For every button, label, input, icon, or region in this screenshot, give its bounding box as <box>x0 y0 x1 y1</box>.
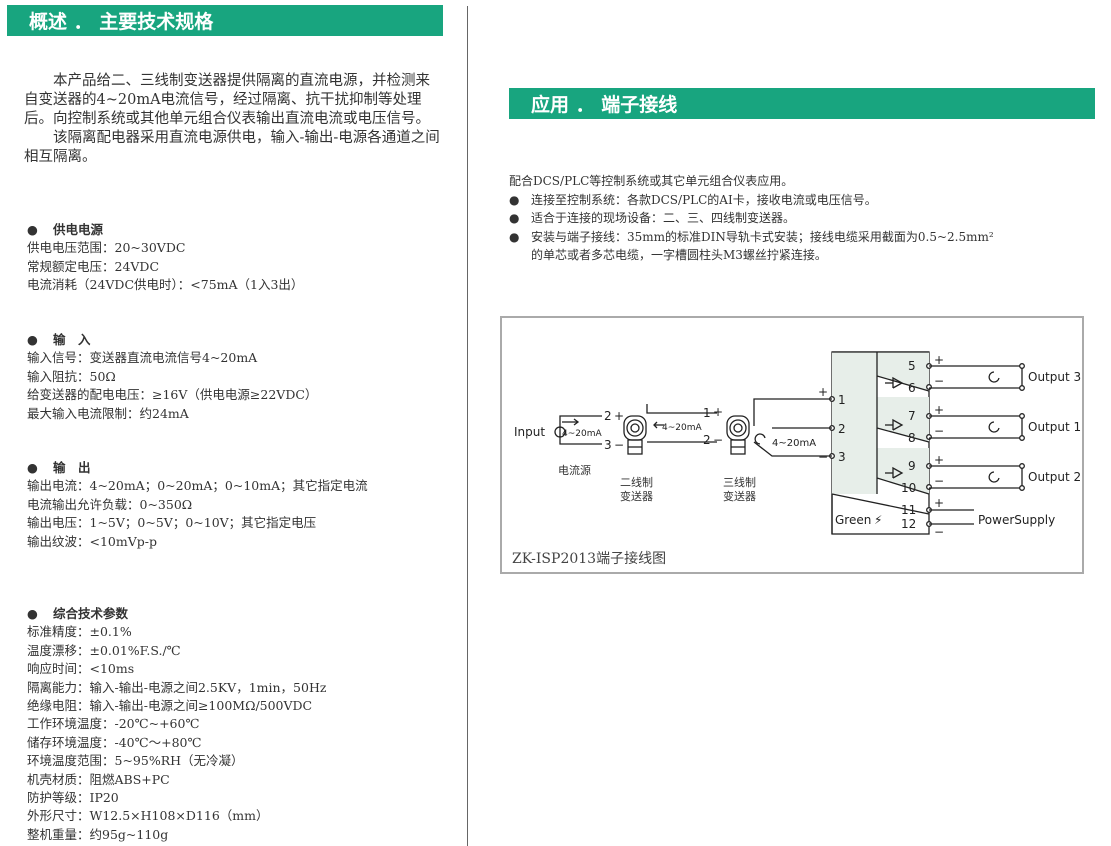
application-intro: 配合DCS/PLC等控制系统或其它单元组合仪表应用。 <box>509 174 794 188</box>
terminal-label: 8 <box>908 431 916 445</box>
module-sign: + <box>818 385 828 399</box>
spec-line: 隔离能力：输入-输出-电源之间2.5KV，1min，50Hz <box>27 679 327 695</box>
output-label: Output 1 <box>1028 420 1081 434</box>
intro-paragraph-1: 本产品给二、三线制变送器提供隔离的直流电源，并检测来自变送器的4~20mA电流信… <box>24 73 430 127</box>
three-wire-label: 变送器 <box>723 489 756 503</box>
section-title: 供电电源 <box>53 222 104 237</box>
spec-line: 工作环境温度：-20℃~+60℃ <box>27 716 200 732</box>
diagram-caption: ZK-ISP2013端子接线图 <box>512 551 667 567</box>
terminal-label: 11 <box>901 503 916 517</box>
spec-line: 输出纹波：<10mVp-p <box>27 533 157 549</box>
tx-terminal: 1 <box>703 406 711 420</box>
section-title: 输 入 <box>53 332 91 347</box>
source-label: 电流源 <box>558 463 591 477</box>
output-sign: − <box>934 424 944 438</box>
spec-line: 电流消耗（24VDC供电时）：<75mA（1入3出） <box>27 277 304 293</box>
src-terminal-sign: + <box>614 409 624 423</box>
module-sign: − <box>818 450 828 464</box>
terminal-label: 7 <box>908 409 916 423</box>
application-text: 配合DCS/PLC等控制系统或其它单元组合仪表应用。 ●连接至控制系统：各款DC… <box>509 172 994 265</box>
terminal-label: 1 <box>838 393 846 407</box>
list-item: ●连接至控制系统：各款DCS/PLC的AI卡，接收电流或电压信号。 <box>509 191 994 210</box>
power-sign: − <box>934 525 944 539</box>
spec-section-general: ● 综合技术参数 标准精度：±0.1% 温度漂移：±0.01%F.S./℃ 响应时… <box>27 605 326 844</box>
wiring-diagram-svg: Input 4~20mA 4~20mA 4~20mA 2 + 3 − 1 + 2… <box>514 351 1081 539</box>
output-sign: − <box>934 374 944 388</box>
spec-line: 防护等级：IP20 <box>27 790 119 806</box>
output-sign: + <box>934 453 944 467</box>
spec-line: 储存环境温度：-40℃～+80℃ <box>27 734 202 750</box>
output-sign: − <box>934 474 944 488</box>
bullet-icon: ● <box>509 229 520 244</box>
three-wire-label: 三线制 <box>723 475 756 489</box>
bullet-icon: ● <box>27 606 38 621</box>
terminal-label: 10 <box>901 481 916 495</box>
section-header-application: 应用 ． 端子接线 <box>509 88 1095 119</box>
terminal-label: 3 <box>838 450 846 464</box>
spec-line: 响应时间：<10ms <box>27 661 135 677</box>
list-item: ●适合于连接的现场设备：二、三、四线制变送器。 <box>509 209 994 228</box>
tx-terminal: 2 <box>703 433 711 447</box>
two-wire-label: 变送器 <box>620 489 653 503</box>
range-label-two-wire: 4~20mA <box>662 423 702 433</box>
bullet-icon: ● <box>27 460 38 475</box>
spec-section-output: ● 输 出 输出电流：4~20mA；0~20mA；0~10mA；其它指定电流 电流… <box>27 459 368 551</box>
section-title: 综合技术参数 <box>53 606 129 621</box>
column-divider <box>467 6 468 846</box>
bullet-icon: ● <box>27 222 38 237</box>
list-item: ●安装与端子接线：35mm的标准DIN导轨卡式安装；接线电缆采用截面为0.5~2… <box>509 228 994 247</box>
src-terminal: 3 <box>604 438 612 452</box>
spec-line: 常规额定电压：24VDC <box>27 258 160 274</box>
terminal-label: 5 <box>908 359 916 373</box>
tx-terminal-sign: − <box>713 433 723 447</box>
section-title: 输 出 <box>53 460 91 475</box>
spec-line: 温度漂移：±0.01%F.S./℃ <box>27 642 181 658</box>
spec-line: 电流输出允许负载：0~350Ω <box>27 496 193 512</box>
src-terminal: 2 <box>604 409 612 423</box>
spec-line: 输入信号：变送器直流电流信号4~20mA <box>27 350 258 366</box>
power-sign: + <box>934 496 944 510</box>
two-wire-label: 二线制 <box>620 475 653 489</box>
spec-section-input: ● 输 入 输入信号：变送器直流电流信号4~20mA 输入阻抗：50Ω 给变送器的… <box>27 331 317 423</box>
wiring-diagram: Input 4~20mA 4~20mA 4~20mA 2 + 3 − 1 + 2… <box>500 316 1084 574</box>
range-label-three-wire: 4~20mA <box>772 438 816 449</box>
output-sign: + <box>934 403 944 417</box>
spec-line: 输入阻抗：50Ω <box>27 368 116 384</box>
bullet-icon: ● <box>509 192 520 207</box>
spec-line: 最大输入电流限制：约24mA <box>27 405 189 421</box>
spec-section-power: ● 供电电源 供电电压范围：20~30VDC 常规额定电压：24VDC 电流消耗（… <box>27 221 303 295</box>
spec-line: 整机重量：约95g~110g <box>27 826 169 842</box>
green-label: Green <box>835 513 871 527</box>
spec-line: 外形尺寸：W12.5×H108×D116（mm） <box>27 808 269 824</box>
spec-line: 供电电压范围：20~30VDC <box>27 240 186 256</box>
bullet-icon: ● <box>509 211 520 225</box>
tx-terminal-sign: + <box>713 405 723 419</box>
src-terminal-sign: − <box>614 438 624 452</box>
input-label: Input <box>514 425 545 439</box>
spec-line: 标准精度：±0.1% <box>27 624 132 640</box>
spec-line: 输出电压：1~5V；0~5V；0~10V；其它指定电压 <box>27 515 317 531</box>
output-label: Output 3 <box>1028 370 1081 384</box>
terminal-label: 9 <box>908 459 916 473</box>
list-item-continuation: 的单芯或者多芯电缆，一字槽圆柱头M3螺丝拧紧连接。 <box>531 248 827 262</box>
spec-line: 给变送器的配电电压：≥16V（供电电源≥22VDC） <box>27 387 318 403</box>
section-header-overview: 概述 ． 主要技术规格 <box>7 5 443 36</box>
power-label: PowerSupply <box>978 513 1055 527</box>
led-icon: ⚡ <box>874 513 882 527</box>
spec-line: 绝缘电阻：输入-输出-电源之间≥100MΩ/500VDC <box>27 698 313 714</box>
bullet-icon: ● <box>27 332 38 347</box>
terminal-label: 6 <box>908 381 916 395</box>
intro-paragraph-2: 该隔离配电器采用直流电源供电，输入-输出-电源各通道之间相互隔离。 <box>24 130 440 165</box>
range-label-input: 4~20mA <box>562 429 602 439</box>
diagram-labels: Input 4~20mA 4~20mA 4~20mA 2 + 3 − 1 + 2… <box>514 353 1081 539</box>
spec-line: 环境温度范围：5~95%RH（无冷凝） <box>27 753 244 769</box>
output-sign: + <box>934 353 944 367</box>
output-label: Output 2 <box>1028 470 1081 484</box>
terminal-label: 2 <box>838 422 846 436</box>
terminal-label: 12 <box>901 517 916 531</box>
intro-text: 本产品给二、三线制变送器提供隔离的直流电源，并检测来自变送器的4~20mA电流信… <box>24 72 444 167</box>
spec-line: 机壳材质：阻燃ABS+PC <box>27 771 170 787</box>
spec-line: 输出电流：4~20mA；0~20mA；0~10mA；其它指定电流 <box>27 478 368 494</box>
